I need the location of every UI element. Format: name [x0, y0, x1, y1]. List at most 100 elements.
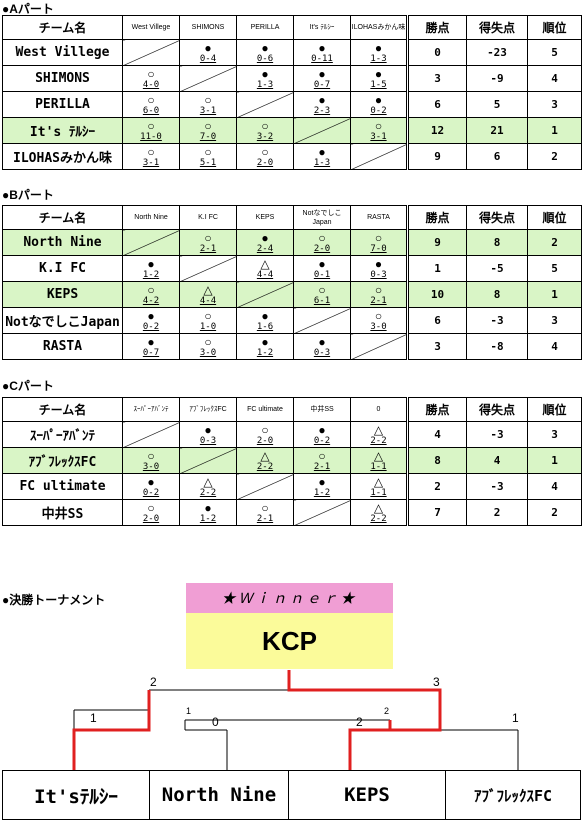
match-result: ●0-3: [179, 421, 237, 448]
win-mark: ○: [204, 334, 212, 349]
match-result: ○2-0: [236, 143, 294, 170]
match-result: ●0-2: [350, 91, 408, 118]
champion-name: KCP: [186, 613, 393, 669]
match-score: 7-0: [370, 243, 387, 254]
win-mark: ○: [204, 230, 212, 245]
match-result: ●0-4: [179, 39, 237, 66]
self-match-cell: [179, 65, 237, 92]
header-opponent: Notなでしこ Japan: [293, 205, 351, 230]
match-result: ●0-11: [293, 39, 351, 66]
points-value: 2: [406, 473, 467, 500]
self-match-cell: [293, 307, 351, 334]
match-result: ○11-0: [122, 117, 180, 144]
match-result: ○2-0: [293, 229, 351, 256]
header-points: 勝点: [406, 397, 467, 422]
match-result: △2-2: [236, 447, 294, 474]
loss-mark: ●: [318, 474, 326, 489]
diff-value: -3: [466, 421, 528, 448]
header-diff: 得失点: [466, 15, 528, 40]
match-result: ●1-2: [122, 255, 180, 282]
diff-value: -9: [466, 65, 528, 92]
header-diff: 得失点: [466, 397, 528, 422]
header-opponent: 中井SS: [293, 397, 351, 422]
loss-mark: ●: [204, 500, 212, 515]
win-mark: ○: [147, 282, 155, 297]
match-result: ○3-0: [122, 447, 180, 474]
header-diff: 得失点: [466, 205, 528, 230]
rank-value: 3: [527, 421, 582, 448]
draw-mark: △: [203, 282, 213, 297]
self-match-cell: [350, 143, 408, 170]
team-name: It's ﾃﾙｼｰ: [2, 117, 123, 144]
win-mark: ○: [261, 144, 269, 159]
match-result: ○2-0: [122, 499, 180, 526]
points-value: 12: [406, 117, 467, 144]
loss-mark: ●: [374, 40, 383, 55]
match-result: ○3-0: [179, 333, 237, 360]
match-result: ●1-3: [350, 39, 408, 66]
match-result: △1-1: [350, 447, 408, 474]
team-name: 中井SS: [2, 499, 123, 526]
self-match-cell: [350, 333, 408, 360]
match-score: 0-3: [313, 347, 331, 358]
points-value: 0: [406, 39, 467, 66]
loss-mark: ●: [374, 66, 383, 81]
draw-mark: △: [203, 474, 213, 489]
loss-mark: ●: [374, 92, 383, 107]
match-score: 1-3: [313, 157, 331, 168]
match-score: 3-1: [199, 105, 217, 116]
self-match-cell: [293, 117, 351, 144]
self-match-cell: [236, 473, 294, 500]
winner-label: ★Ｗｉｎｎｅｒ★: [186, 583, 393, 613]
match-score: 2-0: [256, 157, 274, 168]
rank-value: 4: [527, 473, 582, 500]
match-score: 5-1: [199, 157, 217, 168]
winpath-keps: [348, 720, 392, 770]
match-result: ●1-3: [293, 143, 351, 170]
loss-mark: ●: [204, 422, 212, 437]
match-result: ○4-2: [122, 281, 180, 308]
diff-value: 2: [466, 499, 528, 526]
match-score: 2-0: [256, 435, 274, 446]
match-result: ●0-1: [293, 255, 351, 282]
match-score: 0-2: [142, 487, 160, 498]
team-name: NotなでしこJapan: [2, 307, 123, 334]
match-result: ●2-4: [236, 229, 294, 256]
rank-value: 2: [527, 499, 582, 526]
win-mark: ○: [261, 118, 269, 133]
score-r1-keps-a: 2: [356, 715, 363, 729]
match-result: ●1-5: [350, 65, 408, 92]
header-opponent: PERILLA: [236, 15, 294, 40]
self-match-cell: [179, 255, 237, 282]
match-score: 2-2: [370, 513, 387, 524]
loss-mark: ●: [318, 92, 326, 107]
match-score: 3-0: [142, 461, 160, 472]
header-points: 勝点: [406, 15, 467, 40]
match-result: ○2-1: [179, 229, 237, 256]
header-team: チーム名: [2, 15, 123, 40]
rank-value: 4: [527, 333, 582, 360]
score-final-right: 3: [433, 675, 440, 689]
match-score: 1-6: [256, 321, 274, 332]
loss-mark: ●: [318, 334, 326, 349]
match-score: 0-2: [142, 321, 160, 332]
match-score: 0-7: [142, 347, 160, 358]
rank-value: 1: [527, 447, 582, 474]
match-score: 1-3: [256, 79, 274, 90]
diff-value: -3: [466, 473, 528, 500]
diff-value: 6: [466, 143, 528, 170]
draw-mark: △: [373, 448, 384, 463]
score-r1-it: 0: [212, 715, 219, 729]
header-opponent: ｱﾌﾞﾌﾚｯｸｽFC: [179, 397, 237, 422]
points-value: 8: [406, 447, 467, 474]
win-mark: ○: [147, 448, 155, 463]
match-score: 0-2: [370, 105, 387, 116]
header-points: 勝点: [406, 205, 467, 230]
team-name: K.I FC: [2, 255, 123, 282]
